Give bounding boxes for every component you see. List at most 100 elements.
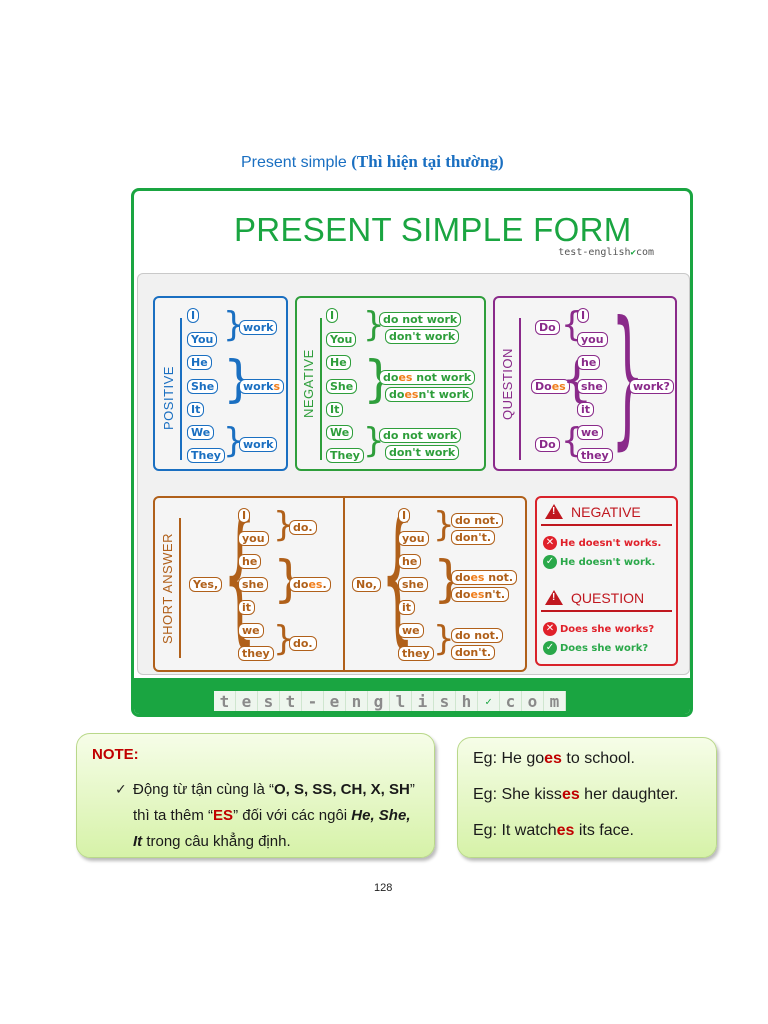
- subject-pill: We: [326, 425, 354, 440]
- subject-pill: I: [238, 508, 251, 523]
- subject-pill: You: [187, 332, 218, 347]
- common-mistakes-panel: NEGATIVE ✕He doesn't works. ✓He doesn't …: [535, 496, 678, 666]
- no-pill: No,: [352, 577, 381, 592]
- divider: [343, 498, 345, 670]
- subject-pill: you: [398, 531, 429, 546]
- cross-icon: ✕: [543, 536, 557, 550]
- verb-pill: do not work: [379, 312, 462, 327]
- subject-pill: I: [398, 508, 411, 523]
- heading-english: Present simple: [241, 154, 352, 171]
- positive-label: POSITIVE: [161, 366, 176, 430]
- page-number: 128: [374, 882, 393, 894]
- verb-pill: don't work: [385, 445, 460, 460]
- subject-pill: you: [577, 332, 608, 347]
- answer-pill: do.: [289, 520, 317, 535]
- subject-pill: she: [238, 577, 268, 592]
- check-icon: ✓: [543, 555, 557, 569]
- check-icon: ✓: [478, 691, 500, 711]
- present-simple-infographic: PRESENT SIMPLE FORM test-english✔com POS…: [131, 188, 693, 717]
- answer-pill: does.: [289, 577, 331, 592]
- warning-icon: [545, 504, 563, 519]
- subject-pill: he: [398, 554, 422, 569]
- infographic-title: PRESENT SIMPLE FORM: [234, 211, 632, 248]
- warning-icon: [545, 590, 563, 605]
- note-title: NOTE:: [92, 746, 139, 763]
- site-watermark: t e s t - e n g l i s h ✓ c o m: [214, 691, 566, 711]
- examples-box: Eg: He goes to school. Eg: She kisses he…: [457, 737, 717, 858]
- subject-pill: It: [326, 402, 344, 417]
- brace-icon: }: [433, 619, 455, 659]
- subject-pill: I: [187, 308, 200, 323]
- question-panel: QUESTION Do Does Do { { { I you he she i…: [493, 296, 677, 471]
- cross-icon: ✕: [543, 622, 557, 636]
- subject-pill: he: [577, 355, 601, 370]
- verb-pill: don't work: [385, 329, 460, 344]
- check-icon: ✔: [630, 248, 636, 258]
- check-icon: ✓: [543, 641, 557, 655]
- verb-pill: works: [239, 379, 285, 394]
- example-line: Eg: It watches its face.: [473, 822, 634, 839]
- warning-question-title: QUESTION: [545, 590, 644, 606]
- subject-pill: she: [398, 577, 428, 592]
- question-label: QUESTION: [500, 348, 515, 420]
- subject-pill: He: [187, 355, 212, 370]
- subject-pill: we: [238, 623, 264, 638]
- negative-panel: NEGATIVE I You He She It We They } } } d…: [295, 296, 486, 471]
- aux-pill: Do: [535, 437, 560, 452]
- answer-pill: do not.: [451, 628, 504, 643]
- site-logo-small: test-english✔com: [558, 247, 654, 258]
- answer-pill: do not.: [451, 513, 504, 528]
- aux-pill: Does: [531, 379, 570, 394]
- heading-vietnamese: (Thì hiện tại thường): [351, 152, 504, 171]
- right-example: ✓He doesn't work.: [543, 555, 655, 569]
- brace-icon: }: [273, 505, 295, 545]
- subject-pill: You: [326, 332, 357, 347]
- subject-pill: He: [326, 355, 351, 370]
- answer-pill: doesn't.: [451, 587, 510, 602]
- subject-pill: I: [577, 308, 590, 323]
- positive-panel: POSITIVE I You He She It We They } } } w…: [153, 296, 288, 471]
- short-answer-panel: SHORT ANSWER Yes, { I you he she it we t…: [153, 496, 527, 672]
- subject-pill: they: [577, 448, 613, 463]
- answer-pill: don't.: [451, 645, 496, 660]
- verb-pill: work: [239, 437, 278, 452]
- short-answer-label: SHORT ANSWER: [160, 533, 175, 644]
- verb-pill: doesn't work: [385, 387, 474, 402]
- right-example: ✓Does she work?: [543, 641, 648, 655]
- subject-pill: it: [238, 600, 256, 615]
- subject-pill: we: [577, 425, 603, 440]
- subject-pill: I: [326, 308, 339, 323]
- subject-pill: they: [398, 646, 434, 661]
- inner-panel: POSITIVE I You He She It We They } } } w…: [137, 273, 690, 675]
- subject-pill: he: [238, 554, 262, 569]
- subject-pill: It: [187, 402, 205, 417]
- subject-pill: they: [238, 646, 274, 661]
- answer-pill: don't.: [451, 530, 496, 545]
- wrong-example: ✕Does she works?: [543, 622, 654, 636]
- yes-pill: Yes,: [189, 577, 223, 592]
- verb-pill: does not work: [379, 370, 476, 385]
- aux-pill: Do: [535, 320, 560, 335]
- subject-pill: She: [187, 379, 219, 394]
- verb-pill: do not work: [379, 428, 462, 443]
- note-text: Động từ tận cùng là “O, S, SS, CH, X, SH…: [133, 781, 415, 850]
- negative-label: NEGATIVE: [301, 349, 316, 418]
- subject-pill: They: [187, 448, 225, 463]
- answer-pill: does not.: [451, 570, 518, 585]
- example-line: Eg: She kisses her daughter.: [473, 786, 679, 803]
- subject-pill: it: [398, 600, 416, 615]
- brace-icon: }: [611, 290, 645, 464]
- note-box: NOTE: ✓ Động từ tận cùng là “O, S, SS, C…: [76, 733, 435, 858]
- brace-icon: }: [433, 505, 455, 545]
- warning-negative-title: NEGATIVE: [545, 504, 641, 520]
- answer-pill: do.: [289, 636, 317, 651]
- section-heading: Present simple (Thì hiện tại thường): [241, 152, 504, 172]
- wrong-example: ✕He doesn't works.: [543, 536, 661, 550]
- brace-icon: }: [223, 305, 245, 345]
- subject-pill: you: [238, 531, 269, 546]
- verb-pill: work: [239, 320, 278, 335]
- subject-pill: it: [577, 402, 595, 417]
- verb-pill: work?: [629, 379, 674, 394]
- subject-pill: we: [398, 623, 424, 638]
- example-line: Eg: He goes to school.: [473, 750, 635, 767]
